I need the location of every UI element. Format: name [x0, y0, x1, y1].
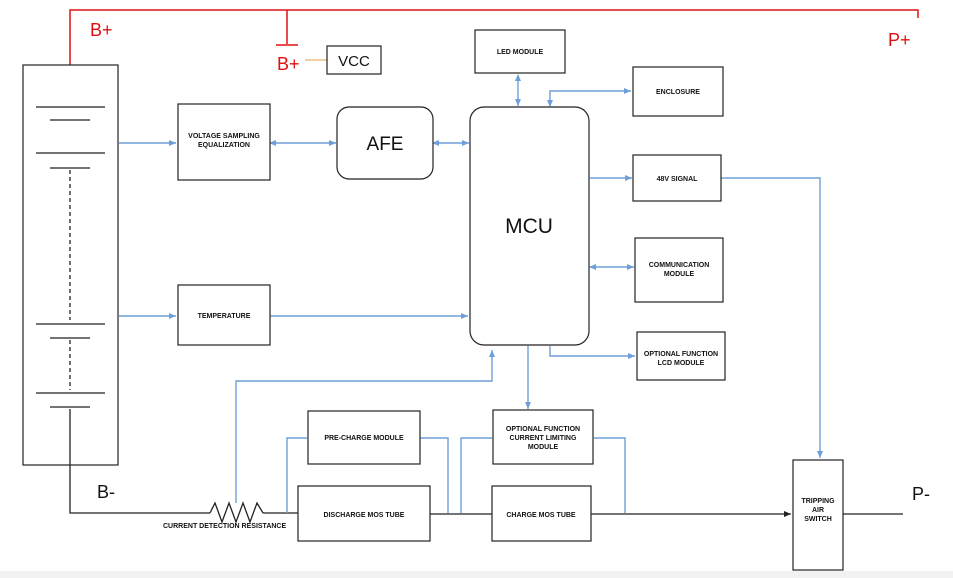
bottom-bar [0, 571, 953, 578]
svg-text:SWITCH: SWITCH [804, 516, 832, 523]
svg-text:ENCLOSURE: ENCLOSURE [656, 89, 700, 96]
current-detection-label: CURRENT DETECTION RESISTANCE [163, 523, 286, 530]
signal-wiring [119, 74, 823, 513]
tripping-switch-block: TRIPPING AIR SWITCH [792, 459, 844, 571]
battery-pack [22, 64, 119, 466]
b-plus-vcc-label: B+ [277, 54, 300, 74]
voltage-sampling-block: VOLTAGE SAMPLING EQUALIZATION [177, 103, 271, 181]
svg-text:MCU: MCU [505, 215, 553, 238]
p-minus-label: P- [912, 484, 930, 504]
temperature-block: TEMPERATURE [177, 284, 271, 346]
svg-text:LCD MODULE: LCD MODULE [658, 360, 705, 367]
svg-text:LED MODULE: LED MODULE [497, 49, 544, 56]
svg-text:AIR: AIR [812, 507, 824, 514]
lcd-module-block: OPTIONAL FUNCTION LCD MODULE [636, 331, 726, 381]
b-minus-label: B- [97, 482, 115, 502]
svg-text:DISCHARGE MOS TUBE: DISCHARGE MOS TUBE [324, 512, 405, 519]
svg-text:PRE-CHARGE MODULE: PRE-CHARGE MODULE [324, 435, 404, 442]
led-module-block: LED MODULE [474, 29, 566, 74]
svg-text:CHARGE MOS TUBE: CHARGE MOS TUBE [506, 512, 576, 519]
svg-text:TEMPERATURE: TEMPERATURE [198, 313, 251, 320]
communication-module-block: COMMUNICATION MODULE [634, 237, 724, 303]
b-plus-label: B+ [90, 20, 113, 40]
enclosure-block: ENCLOSURE [632, 66, 724, 117]
svg-text:COMMUNICATION: COMMUNICATION [649, 262, 710, 269]
svg-text:48V SIGNAL: 48V SIGNAL [657, 176, 699, 183]
positive-bus [69, 9, 919, 105]
vcc-box [326, 45, 382, 75]
vcc-label: VCC [338, 53, 370, 70]
current-limiting-block: OPTIONAL FUNCTION CURRENT LIMITING MODUL… [492, 409, 594, 465]
svg-text:OPTIONAL FUNCTION: OPTIONAL FUNCTION [644, 351, 718, 358]
svg-text:VOLTAGE SAMPLING: VOLTAGE SAMPLING [188, 133, 260, 140]
svg-text:AFE: AFE [367, 134, 404, 155]
charge-mos-block: CHARGE MOS TUBE [491, 485, 592, 542]
signal-48v-block: 48V SIGNAL [632, 154, 722, 202]
svg-text:TRIPPING: TRIPPING [801, 498, 835, 505]
precharge-module-block: PRE-CHARGE MODULE [307, 410, 421, 465]
svg-text:MODULE: MODULE [528, 444, 559, 451]
mcu-block: MCU [469, 106, 590, 346]
svg-text:OPTIONAL FUNCTION: OPTIONAL FUNCTION [506, 426, 580, 433]
svg-text:EQUALIZATION: EQUALIZATION [198, 142, 250, 149]
afe-block: AFE [336, 106, 434, 180]
negative-path [69, 409, 903, 524]
discharge-mos-block: DISCHARGE MOS TUBE [297, 485, 431, 542]
p-plus-label: P+ [888, 30, 911, 50]
svg-text:CURRENT LIMITING: CURRENT LIMITING [510, 435, 577, 442]
svg-text:MODULE: MODULE [664, 271, 695, 278]
